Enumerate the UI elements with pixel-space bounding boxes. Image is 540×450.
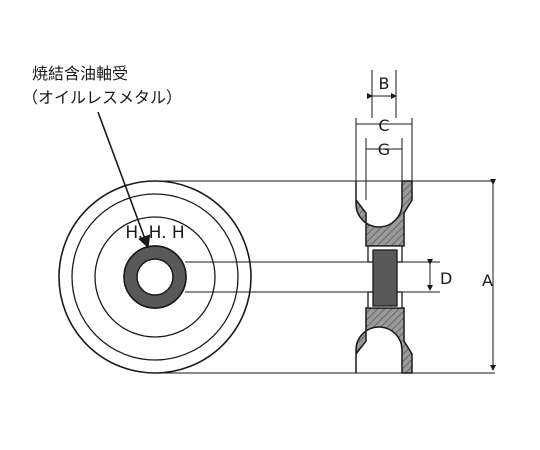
dim-G [365,138,403,200]
hub-circle [94,216,216,338]
upper-rim-section [355,180,413,247]
label-A: A [482,271,493,290]
callout-line1: 焼結含油軸受 [32,64,128,83]
callout-leader [97,111,151,249]
dim-B [367,70,397,118]
wheel-mark: H. H. H [125,223,184,243]
groove-circle [71,193,239,361]
dim-C [355,118,413,181]
bearing-bore [136,258,174,296]
label-B: B [379,74,390,93]
lower-rim-section [355,307,413,374]
bearing-outline [123,245,187,309]
front-view: H. H. H [58,180,252,374]
bearing-section [372,249,398,307]
callout-line2: （オイルレスメタル） [22,88,182,107]
side-section-view [355,180,413,374]
label-C: C [378,116,389,135]
label-G: G [378,140,390,159]
label-D: D [440,269,452,288]
